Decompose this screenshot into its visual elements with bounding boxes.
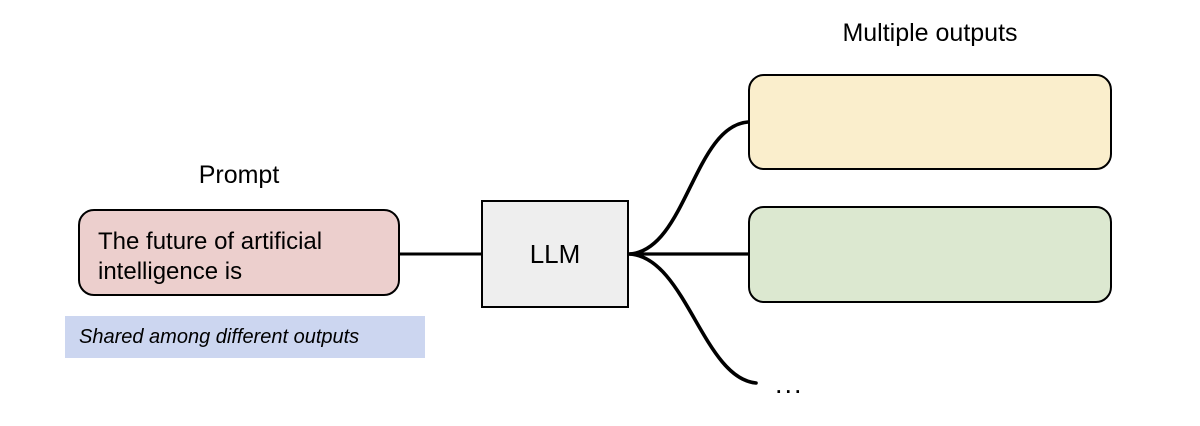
multiple-outputs-title: Multiple outputs: [842, 19, 1018, 47]
prompt-box-text: The future of artificial intelligence is: [98, 228, 323, 285]
output-box-2[interactable]: [748, 206, 1112, 303]
output-box-1[interactable]: [748, 74, 1112, 170]
llm-node[interactable]: LLM: [481, 200, 629, 308]
edge-llm-to-ellipsis: [628, 252, 758, 385]
ellipsis-marker: ...: [775, 369, 804, 399]
edge-llm-to-output-1: [628, 120, 750, 256]
shared-note-banner: Shared among different outputs: [65, 316, 425, 358]
prompt-title: Prompt: [198, 161, 280, 189]
shared-note-text: Shared among different outputs: [79, 325, 360, 348]
llm-node-label: LLM: [529, 238, 581, 269]
prompt-box[interactable]: The future of artificial intelligence is: [78, 209, 400, 296]
